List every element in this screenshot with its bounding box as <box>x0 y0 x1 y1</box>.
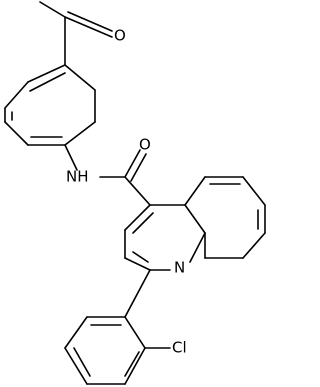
quinoline-phenyl-bond <box>124 269 151 318</box>
molecule-structure-diagram: O NH O N Cl <box>4 1 266 385</box>
amide-quinoline-bond <box>124 176 151 206</box>
amide-co-bond <box>124 149 141 178</box>
aryl-n-bond <box>64 144 78 171</box>
carbonyl-oxygen-label: O <box>139 136 151 154</box>
oxygen-atom-label: O <box>114 27 126 45</box>
chlorine-atom-label: Cl <box>172 339 187 357</box>
acetyl-group <box>39 1 113 66</box>
methyl-bond <box>39 1 66 18</box>
amide-linker <box>64 144 151 206</box>
carbonyl-double-bond <box>67 11 113 32</box>
amide-co-double-bond <box>130 153 147 182</box>
quinoline-ring-system <box>124 176 266 271</box>
amide-nitrogen-label: NH <box>66 168 89 186</box>
phenyl-ring-top <box>4 64 96 146</box>
carbonyl-single-bond <box>64 16 113 38</box>
quinoline-nitrogen-label: N <box>174 259 185 277</box>
chlorophenyl-ring <box>64 269 171 385</box>
